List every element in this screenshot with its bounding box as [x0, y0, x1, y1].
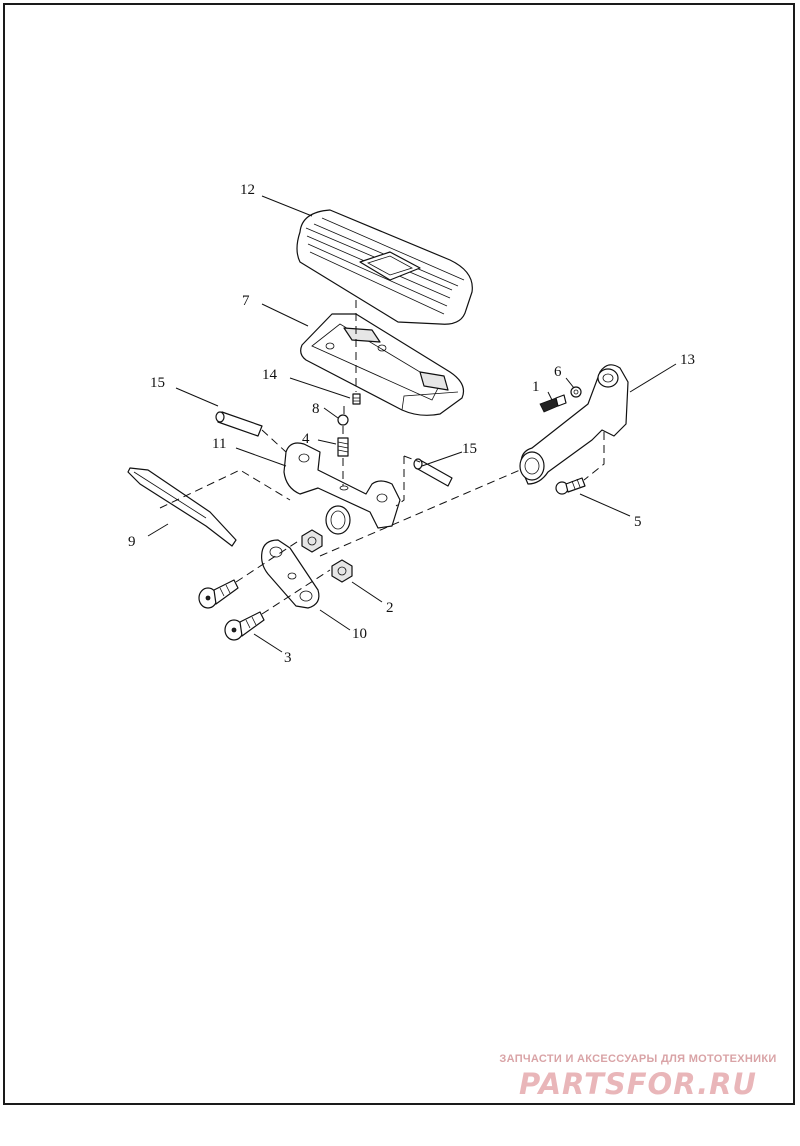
part-12-footboard-pad [296, 209, 473, 325]
callout-15-left: 15 [150, 375, 165, 391]
callout-4: 4 [302, 431, 310, 447]
part-13-lever-arm [519, 364, 629, 485]
callout-11: 11 [212, 436, 226, 452]
part-10-link-arm [261, 539, 320, 609]
callout-1: 1 [532, 379, 540, 395]
part-15-pin-right [413, 458, 453, 487]
part-9-shim-strip [127, 467, 237, 547]
part-3-screw-lower [224, 611, 265, 641]
part-11-pivot-bracket [283, 442, 401, 529]
callout-13: 13 [680, 352, 695, 368]
callout-15-right: 15 [462, 441, 477, 457]
callout-12: 12 [240, 182, 255, 198]
part-6-washer [570, 386, 582, 398]
callout-10: 10 [352, 626, 367, 642]
callout-7: 7 [242, 293, 250, 309]
callout-8: 8 [312, 401, 320, 417]
part-3-screw-upper [198, 579, 239, 609]
part-8-ball [337, 414, 349, 426]
watermark-caption: ЗАПЧАСТИ И АКСЕССУАРЫ ДЛЯ МОТОТЕХНИКИ [499, 1053, 777, 1065]
callout-3: 3 [284, 650, 292, 666]
part-2-lock-nut-upper [301, 529, 323, 553]
callout-6: 6 [554, 364, 562, 380]
part-5-screw [555, 477, 586, 495]
part-14-set-screw [352, 393, 361, 405]
part-1-screw [539, 394, 567, 413]
part-15-pin-left [215, 411, 263, 437]
callout-14: 14 [262, 367, 278, 383]
leader-lines [147, 195, 677, 653]
callout-5: 5 [634, 514, 642, 530]
part-7-footboard-base [300, 313, 465, 416]
watermark: ЗАПЧАСТИ И АКСЕССУАРЫ ДЛЯ МОТОТЕХНИКИ PA… [488, 1053, 788, 1101]
diagram-frame [3, 3, 795, 1105]
callout-9: 9 [128, 534, 136, 550]
part-4-spring [337, 437, 349, 457]
part-2-lock-nut-lower [331, 559, 353, 583]
assembly-dashed-lines [159, 300, 605, 615]
splined-hub [325, 505, 351, 535]
callout-2: 2 [386, 600, 394, 616]
watermark-brand: PARTSFOR.RU [519, 1067, 757, 1101]
